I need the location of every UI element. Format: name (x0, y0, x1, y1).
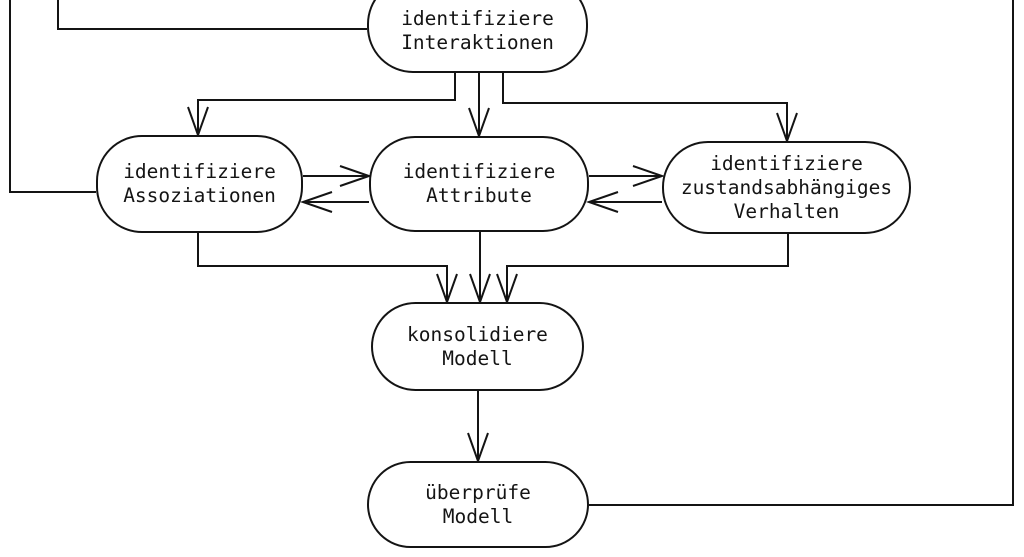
node-label-line: identifiziere (402, 160, 556, 183)
node-identifiziere-interaktionen: identifiziere Interaktionen (367, 0, 588, 73)
node-label-line: Attribute (426, 184, 532, 207)
edge-verhalten-konsolidiere (506, 234, 789, 302)
edge-assoziationen-konsolidiere (197, 233, 448, 302)
node-identifiziere-assoziationen: identifiziere Assoziationen (96, 135, 303, 233)
edge-ueberpruefe-loopback (589, 0, 1014, 506)
arrowhead-right-verhalten (632, 165, 666, 187)
node-label-line: Modell (442, 346, 513, 370)
edge-interaktionen-verhalten (502, 73, 788, 141)
node-label-line: Interaktionen (401, 30, 554, 54)
node-label-line: identifiziere (710, 151, 863, 175)
edge-topleft-inner-to-interaktionen (57, 0, 367, 30)
edge-topleft-outer-to-assoziationen (9, 0, 96, 193)
node-ueberpruefe-modell: überprüfe Modell (367, 461, 589, 548)
arrowhead-left-attribute (585, 191, 619, 213)
node-label-line: überprüfe (425, 480, 531, 504)
node-label-line: Assoziationen (123, 184, 276, 207)
node-identifiziere-zustandsabhaengiges-verhalten: identifiziere zustandsabhängiges Verhalt… (662, 141, 911, 234)
node-konsolidiere-modell: konsolidiere Modell (371, 302, 584, 391)
node-label-line: Modell (442, 504, 514, 528)
node-label-line: identifiziere (123, 160, 276, 183)
node-label-line: konsolidiere (407, 322, 548, 346)
node-label-line: identifiziere (401, 6, 554, 30)
node-label-line: Verhalten (733, 199, 840, 223)
arrowhead-left-assoziationen (299, 191, 333, 213)
node-label-line: zustandsabhängiges (680, 175, 893, 199)
node-identifiziere-attribute: identifiziere Attribute (369, 136, 589, 232)
edge-interaktionen-assoziationen (197, 73, 456, 135)
